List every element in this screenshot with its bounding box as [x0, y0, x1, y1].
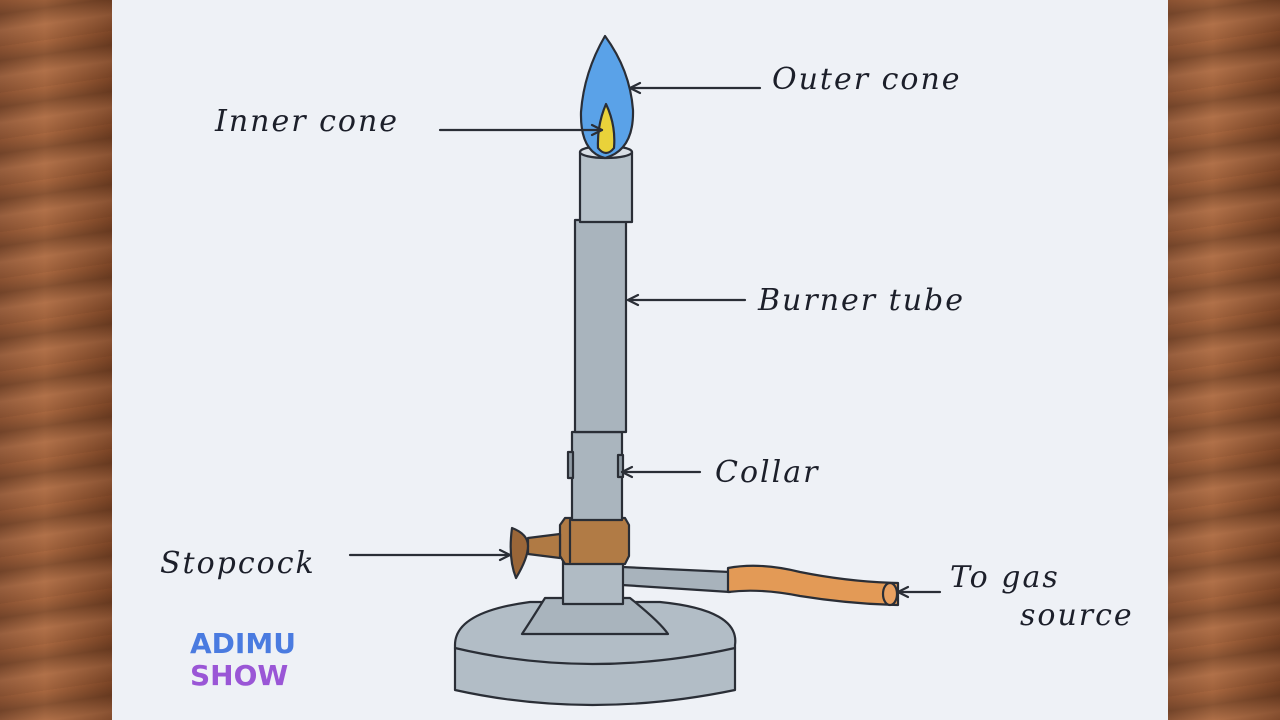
collar-air-hole-left	[566, 450, 575, 480]
label-inner-cone: Inner cone	[215, 104, 400, 139]
watermark-logo: ADIMU SHOW	[190, 628, 296, 692]
label-collar: Collar	[715, 455, 820, 490]
label-stopcock: Stopcock	[160, 546, 316, 581]
burner-tube-top	[578, 150, 634, 224]
lower-tube	[561, 558, 625, 606]
gas-inlet-tube	[620, 565, 732, 594]
watermark-line1: ADIMU	[190, 627, 296, 660]
label-burner-tube: Burner tube	[758, 283, 965, 318]
inner-flame	[596, 102, 616, 155]
stopcock-valve	[526, 532, 562, 560]
label-outer-cone: Outer cone	[772, 62, 962, 97]
leader-lines	[348, 81, 942, 599]
watermark-line2: SHOW	[190, 659, 289, 692]
label-gas-source-line1: To gas	[950, 560, 1060, 595]
burner-base-neck	[520, 596, 670, 636]
burner-base-top-edge	[453, 646, 737, 666]
wood-background-left	[0, 0, 112, 720]
burner-collar	[570, 430, 624, 522]
rubber-hose	[726, 564, 900, 607]
burner-tube	[573, 218, 628, 434]
wood-background-right	[1168, 0, 1280, 720]
hose-end	[881, 581, 899, 607]
outer-flame	[579, 34, 635, 160]
label-gas-source-line2: source	[1020, 598, 1134, 633]
paper-sheet	[112, 0, 1168, 720]
collar-air-hole-right	[616, 453, 625, 479]
stopcock-handle	[509, 526, 530, 580]
